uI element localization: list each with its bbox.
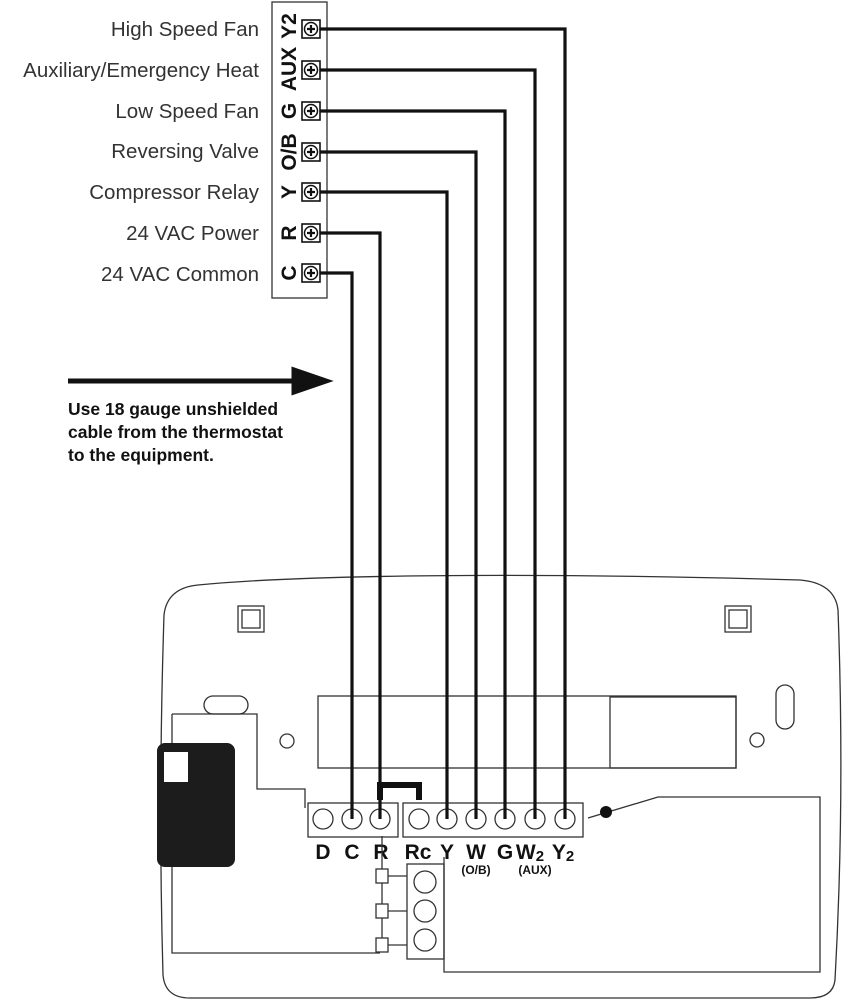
reset-dot <box>600 806 612 818</box>
mounting-tab-right <box>724 605 752 633</box>
terminal-screw-d <box>312 808 334 830</box>
mounting-slot-left <box>203 695 249 715</box>
screw-terminal-ob <box>301 142 321 162</box>
arrow-right-icon <box>68 366 334 396</box>
selector-switch-block <box>375 836 445 960</box>
terminal-code-ob: O/B <box>278 133 301 170</box>
equipment-terminal-block: High Speed Fan Auxiliary/Emergency Heat … <box>23 1 328 299</box>
function-label-low-speed-fan: Low Speed Fan <box>115 100 259 123</box>
terminal-screw-rc <box>408 808 430 830</box>
function-label-24vac-power: 24 VAC Power <box>126 222 259 245</box>
wire-y <box>320 190 449 819</box>
wire-g <box>320 109 507 819</box>
mounting-slot-right <box>775 684 795 730</box>
screw-terminal-y <box>301 182 321 202</box>
function-label-24vac-common: 24 VAC Common <box>101 263 259 286</box>
terminal-label-rc: Rc <box>405 841 432 864</box>
wire-ob <box>320 150 478 819</box>
screw-terminal-r <box>301 223 321 243</box>
wire-y2 <box>320 27 567 819</box>
left-channel <box>172 713 306 808</box>
jumper-r-rc <box>377 782 422 800</box>
function-label-high-speed-fan: High Speed Fan <box>111 18 259 41</box>
terminal-code-y: Y <box>278 185 301 199</box>
wire-c <box>320 271 354 819</box>
cable-note: Use 18 gauge unshielded cable from the t… <box>68 366 334 465</box>
terminal-sublabel-aux: (AUX) <box>518 863 551 877</box>
function-label-reversing-valve: Reversing Valve <box>111 140 259 163</box>
screw-hole-right <box>749 732 765 748</box>
terminal-label-y2: Y2 <box>552 841 574 865</box>
terminal-sublabel-ob: (O/B) <box>461 863 490 877</box>
terminal-label-w2-main: W <box>516 841 536 864</box>
terminal-code-c: C <box>278 265 301 280</box>
note-line-1: Use 18 gauge unshielded <box>68 399 278 419</box>
note-line-2: cable from the thermostat <box>68 422 283 442</box>
screw-terminal-c <box>301 263 321 283</box>
terminal-label-w2: W2 <box>516 841 544 865</box>
terminal-label-d: D <box>315 841 330 864</box>
terminal-code-r: R <box>278 225 301 240</box>
wire-aux <box>320 68 537 819</box>
terminal-code-aux: AUX <box>278 47 301 91</box>
wiring <box>320 27 567 819</box>
terminal-code-g: G <box>278 103 301 119</box>
battery-window <box>164 752 188 782</box>
terminal-label-y2-subscript: 2 <box>566 848 574 865</box>
display-inner-block <box>609 696 737 769</box>
terminal-label-w: W <box>466 841 486 864</box>
wallplate-outline <box>160 574 842 999</box>
terminal-label-y: Y <box>440 841 454 864</box>
right-compartment <box>443 796 821 973</box>
terminal-label-c: C <box>344 841 359 864</box>
mounting-tab-left <box>237 605 265 633</box>
terminal-code-y2: Y2 <box>278 13 301 39</box>
screw-hole-left <box>279 733 295 749</box>
thermostat-wallplate: D C R Rc Y W (O/B) G W2 (AUX) Y2 <box>157 574 842 999</box>
terminal-block-right <box>402 802 584 838</box>
terminal-label-w2-subscript: 2 <box>536 848 544 865</box>
screw-terminal-g <box>301 101 321 121</box>
terminal-label-y2-main: Y <box>552 841 566 864</box>
function-label-aux-heat: Auxiliary/Emergency Heat <box>23 59 259 82</box>
note-line-3: to the equipment. <box>68 445 214 465</box>
wire-r <box>320 231 382 819</box>
terminal-label-r: R <box>373 841 388 864</box>
screw-terminal-aux <box>301 60 321 80</box>
screw-terminal-y2 <box>301 19 321 39</box>
function-label-compressor: Compressor Relay <box>89 181 259 204</box>
terminal-label-g: G <box>497 841 513 864</box>
